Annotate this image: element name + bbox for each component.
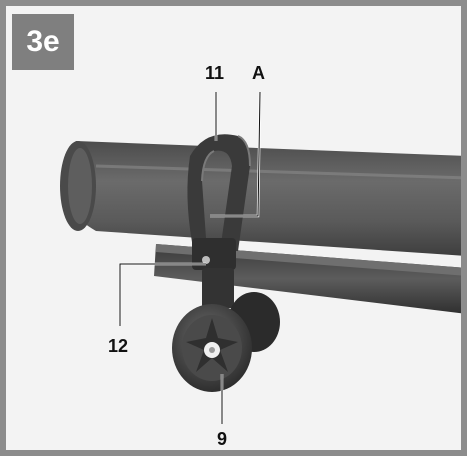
wheel (172, 292, 280, 392)
callout-label-a: A (252, 63, 265, 83)
callout-label-9: 9 (217, 429, 228, 449)
callout-label-11: 11 (205, 63, 225, 83)
main-tube (60, 141, 461, 256)
clamp-body (192, 238, 236, 308)
callout-label-12: 12 (108, 336, 129, 356)
step-badge: 3e (12, 14, 74, 70)
callout-lines-shadow (119, 91, 261, 424)
clamp-strap (187, 134, 251, 251)
assembly-photo (6, 6, 461, 450)
